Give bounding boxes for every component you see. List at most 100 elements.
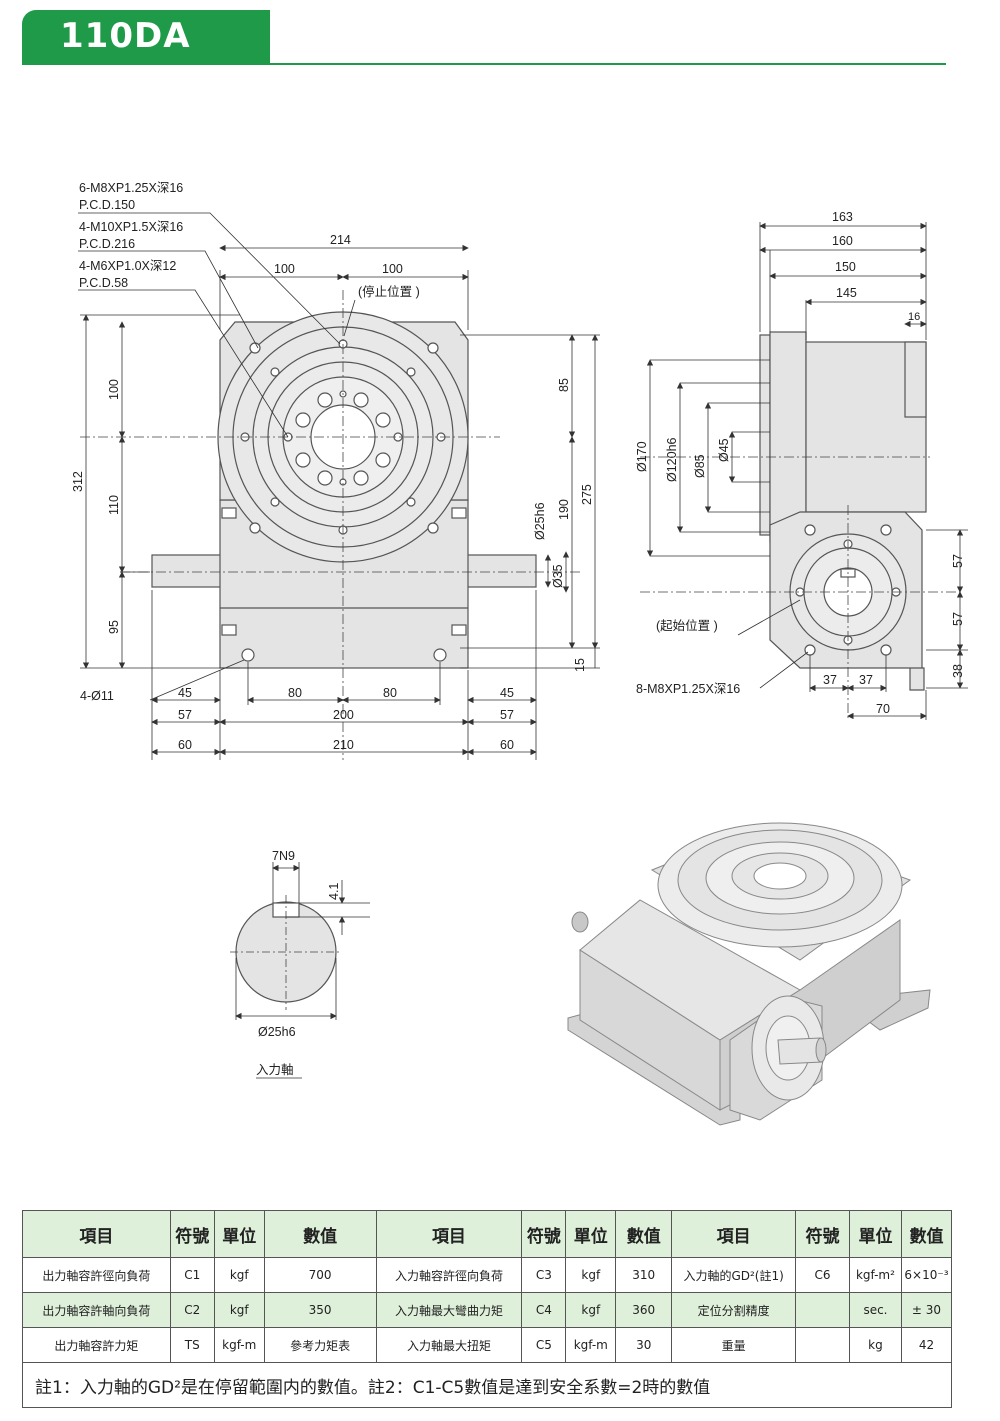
dim-right-275: 275	[580, 484, 594, 505]
table-cell: 出力軸容許力矩	[22, 1327, 171, 1363]
table-cell: 350	[263, 1292, 377, 1328]
table-cell: ± 30	[900, 1292, 953, 1328]
shaft-cross-section	[230, 895, 342, 1010]
col-header: 數值	[900, 1210, 953, 1258]
table-row: 出力軸容許力矩 TS kgf-m 參考力矩表 入力軸最大扭矩 C5 kgf-m …	[22, 1327, 953, 1363]
table-cell: TS	[169, 1327, 215, 1363]
dim-left-low: 95	[107, 620, 121, 634]
table-cell: 參考力矩表	[263, 1327, 377, 1363]
dim-b37b: 37	[859, 673, 873, 687]
table-cell: 出力軸容許徑向負荷	[22, 1257, 171, 1293]
col-header: 符號	[795, 1210, 850, 1258]
dim-b1-45r: 45	[500, 686, 514, 700]
col-header: 數值	[263, 1210, 377, 1258]
table-cell: C6	[795, 1257, 850, 1293]
shaft-caption: 入力軸	[256, 1063, 294, 1077]
dim-left-upper: 100	[107, 379, 121, 400]
table-cell: 定位分割精度	[671, 1292, 797, 1328]
dim-b2-57l: 57	[178, 708, 192, 722]
isometric-render	[567, 822, 931, 1126]
table-cell: C5	[521, 1327, 567, 1363]
dim-b2-57r: 57	[500, 708, 514, 722]
callout-1-line1: 6-M8XP1.25X深16	[79, 181, 183, 195]
col-header: 單位	[565, 1210, 617, 1258]
side-view	[640, 331, 960, 720]
dim-top-total: 214	[330, 233, 351, 247]
table-cell: C4	[521, 1292, 567, 1328]
callout-2-line2: P.C.D.216	[79, 237, 135, 251]
dim-w16: 16	[908, 311, 920, 323]
side-view-dimensions	[646, 222, 968, 720]
table-cell: kgf-m	[565, 1327, 617, 1363]
table-cell: kg	[848, 1327, 902, 1363]
table-cell: kgf	[565, 1257, 617, 1293]
dim-b1-80l: 80	[288, 686, 302, 700]
col-header: 單位	[848, 1210, 902, 1258]
table-cell: 重量	[671, 1327, 797, 1363]
table-cell: 入力軸最大扭矩	[375, 1327, 523, 1363]
dim-right-190: 190	[557, 499, 571, 520]
dim-b3-210: 210	[333, 738, 354, 752]
table-cell: kgf	[213, 1292, 265, 1328]
table-cell: 360	[615, 1292, 673, 1328]
table-cell: kgf	[565, 1292, 617, 1328]
header-tab-slant	[236, 10, 270, 64]
table-note-row: 註1：入力軸的GD²是在停留範圍内的數值。註2：C1-C5數值是達到安全系數=2…	[22, 1362, 952, 1408]
table-cell: 30	[615, 1327, 673, 1363]
table-cell: kgf-m²	[848, 1257, 902, 1293]
side-bolt-note: 8-M8XP1.25X深16	[636, 682, 740, 696]
stop-position-label: (停止位置 )	[358, 284, 420, 299]
front-view-dimensions	[78, 212, 600, 760]
table-cell: 出力軸容許軸向負荷	[22, 1292, 171, 1328]
dim-r57b: 57	[951, 612, 965, 626]
shaft-key-label: 7N9	[272, 849, 295, 863]
dim-right-35: Ø35	[551, 564, 565, 588]
dim-b1-45l: 45	[178, 686, 192, 700]
callout-3-line2: P.C.D.58	[79, 276, 128, 290]
callout-1-line2: P.C.D.150	[79, 198, 135, 212]
dim-d170: Ø170	[635, 441, 649, 472]
dim-d120: Ø120h6	[665, 437, 679, 482]
dim-r38: 38	[951, 664, 965, 678]
table-cell: 310	[615, 1257, 673, 1293]
dim-b3-60r: 60	[500, 738, 514, 752]
table-cell: 入力軸最大彎曲力矩	[375, 1292, 523, 1328]
front-view	[80, 290, 580, 760]
dim-top-left: 100	[274, 262, 295, 276]
dim-b70: 70	[876, 702, 890, 716]
dim-w160: 160	[832, 234, 853, 248]
dim-w150: 150	[835, 260, 856, 274]
dim-holes: 4-Ø11	[80, 689, 114, 703]
header-rule	[22, 63, 946, 65]
dim-b1-80r: 80	[383, 686, 397, 700]
col-header: 符號	[521, 1210, 567, 1258]
dim-r57a: 57	[951, 554, 965, 568]
dim-b37a: 37	[823, 673, 837, 687]
callout-2-line1: 4-M10XP1.5X深16	[79, 220, 183, 234]
table-cell: 700	[263, 1257, 377, 1293]
table-cell: C3	[521, 1257, 567, 1293]
dim-top-right: 100	[382, 262, 403, 276]
table-cell: 入力軸的GD²(註1)	[671, 1257, 797, 1293]
table-cell	[795, 1327, 850, 1363]
table-cell: kgf-m	[213, 1327, 265, 1363]
table-row: 出力軸容許軸向負荷 C2 kgf 350 入力軸最大彎曲力矩 C4 kgf 36…	[22, 1292, 953, 1328]
col-header: 項目	[671, 1210, 797, 1258]
table-row: 出力軸容許徑向負荷 C1 kgf 700 入力軸容許徑向負荷 C3 kgf 31…	[22, 1257, 953, 1293]
dim-left-mid: 110	[107, 495, 121, 515]
model-title: 110DA	[60, 16, 191, 56]
table-cell: 42	[900, 1327, 953, 1363]
col-header: 項目	[375, 1210, 523, 1258]
table-cell: kgf	[213, 1257, 265, 1293]
start-position-label: (起始位置 )	[656, 618, 718, 633]
technical-drawing: 6-M8XP1.25X深16 P.C.D.150 4-M10XP1.5X深16 …	[71, 181, 968, 1126]
dim-w163: 163	[832, 210, 853, 224]
table-cell: sec.	[848, 1292, 902, 1328]
table-cell: 6×10⁻³	[900, 1257, 953, 1293]
dim-right-85: 85	[557, 378, 571, 392]
dim-right-15: 15	[573, 658, 587, 672]
col-header: 數值	[615, 1210, 673, 1258]
table-cell: 入力軸容許徑向負荷	[375, 1257, 523, 1293]
table-cell	[795, 1292, 850, 1328]
callout-3-line1: 4-M6XP1.0X深12	[79, 259, 176, 273]
